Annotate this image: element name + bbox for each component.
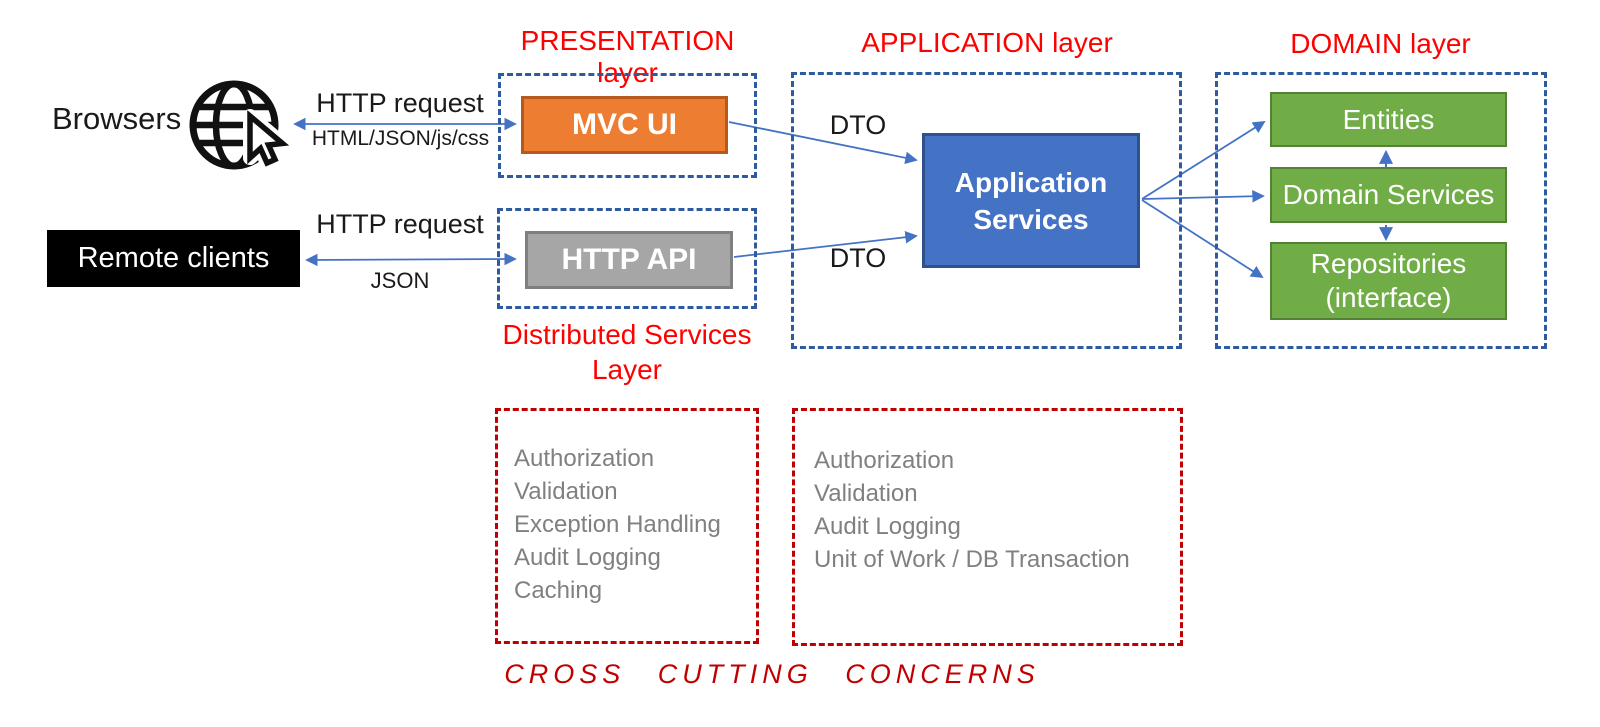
cross-cutting-box-left: Authorization Validation Exception Handl…: [495, 408, 759, 644]
arrow-remote-api: [305, 252, 517, 267]
mvc-ui-box: MVC UI: [521, 96, 728, 154]
application-services-box: Application Services: [922, 133, 1140, 268]
domain-services-box: Domain Services: [1270, 167, 1507, 223]
http-api-box: HTTP API: [525, 231, 733, 289]
concern-item: Exception Handling: [514, 511, 721, 538]
domain-layer-box: [1215, 72, 1547, 349]
concern-item: Unit of Work / DB Transaction: [814, 546, 1130, 573]
domain-services-label: Domain Services: [1282, 179, 1495, 210]
browser-arrow-top-label: HTTP request: [316, 88, 484, 118]
entities-box: Entities: [1270, 92, 1507, 147]
distributed-services-layer-title: Distributed Services Layer: [497, 317, 757, 387]
application-layer-box: [791, 72, 1182, 349]
http-api-label: HTTP API: [561, 243, 697, 276]
mvc-ui-label: MVC UI: [572, 108, 677, 141]
concern-item: Caching: [514, 577, 603, 604]
concern-item: Validation: [814, 480, 918, 507]
distributed-title-line1: Distributed Services: [502, 319, 752, 350]
cross-cutting-list-right: Authorization Validation Audit Logging U…: [795, 411, 1180, 576]
remote-arrow-bottom-label: JSON: [370, 268, 430, 293]
entities-label: Entities: [1342, 103, 1435, 135]
dto-bottom-label: DTO: [829, 243, 887, 273]
remote-clients-label: Remote clients: [77, 242, 270, 274]
repositories-box: Repositories (interface): [1270, 242, 1507, 320]
distributed-services-layer-box: [497, 208, 757, 309]
application-layer-title: APPLICATION layer: [861, 27, 1113, 58]
presentation-layer-title: PRESENTATION layer: [520, 25, 735, 88]
globe-cursor-icon: [189, 80, 290, 170]
cross-cutting-footer: CROSS CUTTING CONCERNS: [504, 659, 1040, 689]
domain-layer-title: DOMAIN layer: [1290, 28, 1471, 59]
dto-top-label: DTO: [829, 110, 887, 140]
concern-item: Authorization: [814, 447, 955, 474]
distributed-title-line2: Layer: [591, 354, 663, 385]
repositories-line1: Repositories: [1310, 248, 1467, 279]
remote-arrow-top-label: HTTP request: [316, 209, 484, 239]
application-services-line2: Services: [973, 203, 1089, 235]
cross-cutting-box-right: Authorization Validation Audit Logging U…: [792, 408, 1183, 646]
browser-arrow-bottom-label: HTML/JSON/js/css: [311, 127, 490, 150]
application-services-line1: Application: [954, 166, 1108, 198]
remote-clients-box: Remote clients: [47, 230, 300, 287]
browsers-label: Browsers: [52, 101, 182, 136]
concern-item: Audit Logging: [514, 544, 661, 571]
presentation-layer-box: [498, 73, 757, 178]
concern-item: Authorization: [514, 445, 655, 472]
concern-item: Validation: [514, 478, 618, 505]
repositories-line2: (interface): [1325, 282, 1452, 313]
concern-item: Audit Logging: [814, 513, 961, 540]
cross-cutting-list-left: Authorization Validation Exception Handl…: [498, 411, 756, 607]
